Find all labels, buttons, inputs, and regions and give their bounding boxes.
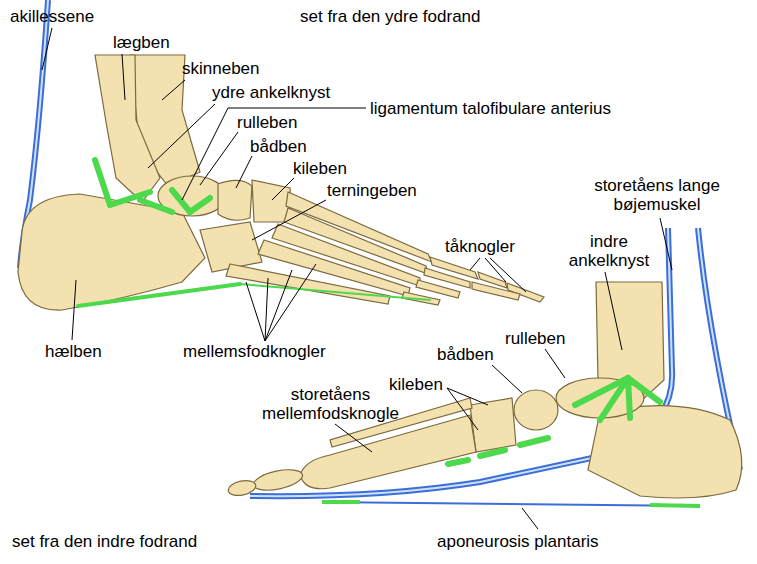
part-label: set fra den ydre fodrand (300, 7, 481, 26)
part-label: aponeurosis plantaris (437, 532, 599, 551)
part-label: tåknogler (445, 237, 515, 256)
part-label: akillessene (10, 7, 94, 26)
part-label: set fra den indre fodrand (12, 532, 197, 551)
part-label: terningeben (327, 181, 417, 200)
foot-bones-medial (227, 282, 742, 498)
part-label: lægben (113, 33, 170, 52)
part-label: skinneben (182, 59, 260, 78)
plantar-aponeurosis (322, 502, 700, 506)
ligaments-medial (448, 378, 660, 464)
part-label: rulleben (237, 113, 298, 132)
part-label: indre ankelknyst (555, 232, 663, 270)
part-label: ligamentum talofibulare anterius (370, 99, 611, 118)
part-label: kileben (293, 159, 347, 178)
part-label: bådben (250, 137, 307, 156)
part-label: rulleben (505, 329, 566, 348)
leader-lines (42, 28, 672, 529)
part-label: mellemsfodknogler (183, 342, 326, 361)
part-label: storetåens mellemfodsknogle (248, 385, 413, 423)
part-label: storetåens lange bøjemuskel (582, 176, 732, 214)
part-label: hælben (45, 342, 102, 361)
ligaments-lateral (78, 160, 430, 306)
part-label: ydre ankelknyst (212, 83, 330, 102)
part-label: bådben (437, 345, 494, 364)
foot-bones-lateral (18, 55, 544, 310)
part-label: kileben (389, 375, 443, 394)
